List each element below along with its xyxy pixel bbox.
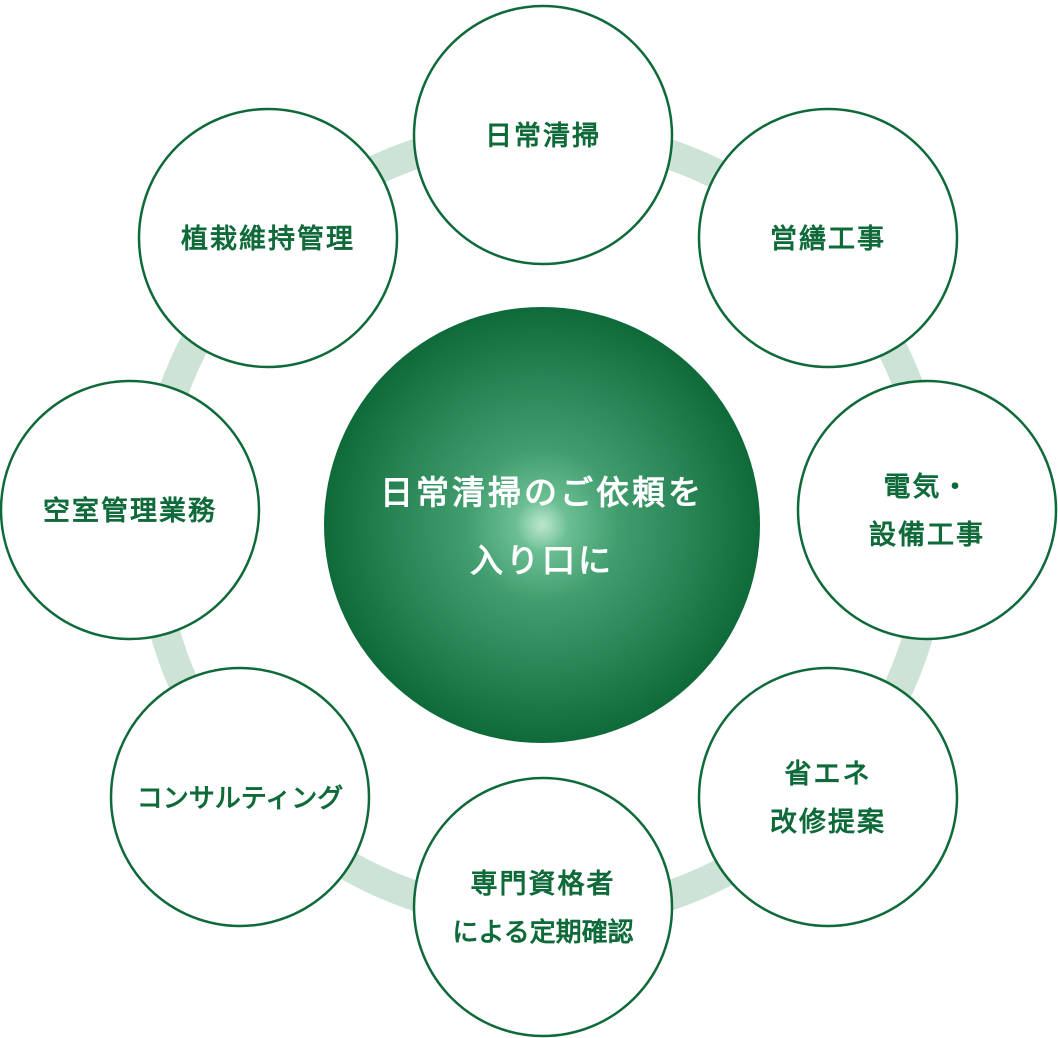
service-node-label: 電気・ <box>884 471 971 503</box>
service-node-circle <box>697 666 959 928</box>
service-node-label: コンサルティング <box>137 784 343 814</box>
center-hub: 日常清掃のご依頼を 入り口に <box>324 307 760 743</box>
service-node-electrical-equipment: 電気・設備工事 <box>796 379 1058 641</box>
service-node-label: 専門資格者 <box>471 869 616 900</box>
service-node-consulting: コンサルティング <box>109 666 371 928</box>
service-node-circle <box>412 776 674 1038</box>
service-node-circle <box>697 107 959 369</box>
service-node-label: 省エネ <box>785 759 872 790</box>
service-node-label: による定期確認 <box>452 917 633 948</box>
center-glow <box>324 307 760 743</box>
service-node-landscaping: 植栽維持管理 <box>137 107 399 369</box>
service-node-label: 日常清掃 <box>485 121 601 152</box>
service-nodes: 日常清掃営繕工事電気・設備工事省エネ改修提案専門資格者による定期確認コンサルティ… <box>0 4 1058 1038</box>
service-node-label: 空室管理業務 <box>43 495 217 527</box>
service-node-repair-construction: 営繕工事 <box>697 107 959 369</box>
service-node-label: 設備工事 <box>869 519 985 551</box>
service-node-circle <box>137 107 399 369</box>
center-label-line-2: 入り口に <box>470 541 614 580</box>
service-node-label: 植栽維持管理 <box>181 223 355 255</box>
service-node-label: 営繕工事 <box>770 223 886 255</box>
service-node-circle <box>0 379 261 641</box>
service-node-daily-cleaning: 日常清掃 <box>412 4 674 266</box>
service-node-circle <box>796 379 1058 641</box>
service-node-label: 改修提案 <box>770 806 886 838</box>
center-label-line-1: 日常清掃のご依頼を <box>380 473 704 512</box>
service-node-circle <box>109 666 371 928</box>
service-node-circle <box>412 4 674 266</box>
service-node-vacancy-management: 空室管理業務 <box>0 379 261 641</box>
